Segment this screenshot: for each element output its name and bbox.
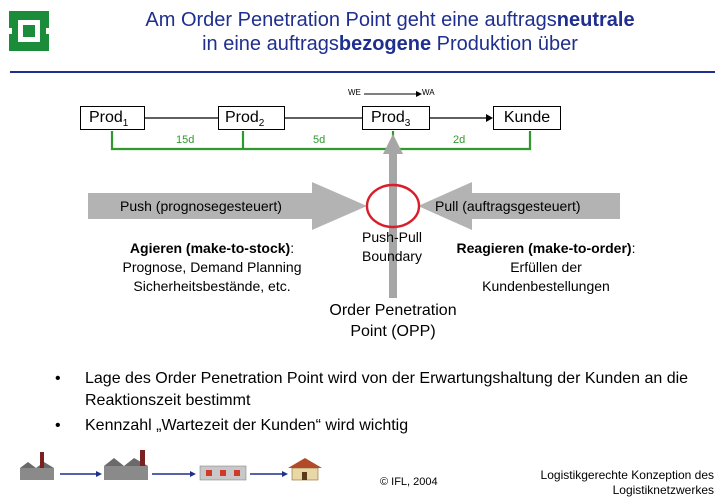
node-prod-3: Prod3 <box>362 106 430 130</box>
factory-illustration-1 <box>20 452 54 480</box>
make-to-stock-block: Agieren (make-to-stock): Prognose, Deman… <box>122 240 302 294</box>
pull-arrow <box>418 182 620 230</box>
title-divider <box>10 71 715 73</box>
duration-bracket <box>110 131 532 151</box>
we-label: WE <box>348 88 361 97</box>
opp-label: Order Penetration Point (OPP) <box>329 302 457 340</box>
footer-arrowhead-2 <box>190 471 196 477</box>
arrowhead-3-kunde <box>486 114 493 122</box>
title-line-2: in eine auftragsbezogene Produktion über <box>202 33 578 55</box>
bullet-item: •Kennzahl „Wartezeit der Kunden“ wird wi… <box>55 415 715 437</box>
opp-highlight-circle <box>365 183 421 229</box>
bullet-item: •Lage des Order Penetration Point wird v… <box>55 370 689 409</box>
bullet-glyph: • <box>55 370 61 387</box>
wa-label: WA <box>422 88 435 97</box>
duration-2: 5d <box>313 134 326 146</box>
make-to-order-block: Reagieren (make-to-order): Erfüllen der … <box>456 240 636 294</box>
we-wa-arrowhead <box>416 91 422 97</box>
footer-arrowhead-1 <box>96 471 102 477</box>
university-logo-icon <box>6 11 52 51</box>
house-illustration <box>288 458 322 481</box>
duration-1: 15d <box>176 134 195 146</box>
push-label: Push (prognosegesteuert) <box>120 198 282 214</box>
title-line-1: Am Order Penetration Point geht eine auf… <box>145 9 635 31</box>
factory-illustration-2 <box>104 450 148 480</box>
warehouse-illustration <box>199 465 247 481</box>
push-pull-boundary-label: Push-Pull Boundary <box>362 229 422 264</box>
node-kunde: Kunde <box>493 106 561 130</box>
opp-pointer-shaft <box>389 152 397 298</box>
footer-arrowhead-3 <box>282 471 288 477</box>
footer-title: Logistikgerechte Konzeption des Logistik… <box>540 468 714 497</box>
bullet-glyph: • <box>55 417 61 434</box>
node-prod-2: Prod2 <box>218 106 285 130</box>
duration-3: 2d <box>453 134 466 146</box>
bullet-list: •Lage des Order Penetration Point wird v… <box>55 368 715 440</box>
slide-title: Am Order Penetration Point geht eine auf… <box>70 8 710 56</box>
node-prod-1: Prod1 <box>80 106 145 130</box>
pull-label: Pull (auftragsgesteuert) <box>435 198 581 214</box>
opp-pointer-head <box>383 134 403 154</box>
copyright: © IFL, 2004 <box>380 476 438 488</box>
push-arrow <box>88 182 367 230</box>
